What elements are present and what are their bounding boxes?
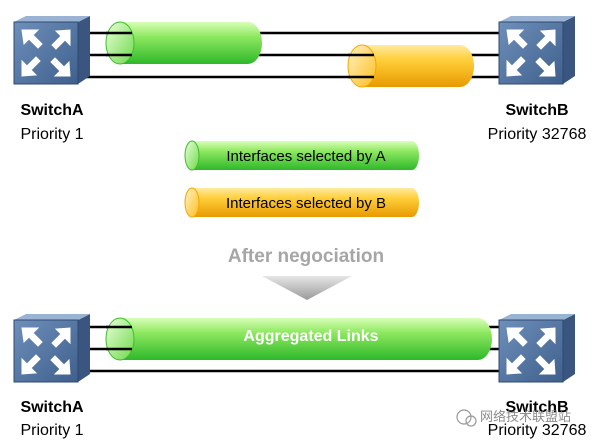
bottom-switch-b-name: SwitchB <box>505 399 568 416</box>
legend-green-label: Interfaces selected by A <box>226 148 385 165</box>
aggregated-links-label: Aggregated Links <box>243 328 378 345</box>
legend-green: Interfaces selected by A <box>184 140 419 171</box>
top-switch-a-priority: Priority 1 <box>20 126 83 143</box>
bottom-switch-b-priority: Priority 32768 <box>488 422 587 439</box>
top-switch-a-icon <box>13 15 91 85</box>
down-arrow-icon <box>262 276 352 300</box>
legend-yellow-label: Interfaces selected by B <box>226 195 386 212</box>
top-yellow-tube <box>347 44 474 88</box>
bottom-switch-b-icon <box>498 313 576 383</box>
top-switch-b-icon <box>498 15 576 85</box>
watermark: 网络技术联盟站 <box>456 409 571 427</box>
chat-bubble-icon <box>456 409 472 425</box>
top-switch-b-priority: Priority 32768 <box>488 126 587 143</box>
bottom-switch-a-priority: Priority 1 <box>20 422 83 439</box>
top-switch-a-name: SwitchA <box>20 102 84 119</box>
legend-yellow: Interfaces selected by B <box>184 187 419 218</box>
aggregated-tube: Aggregated Links <box>105 317 492 361</box>
bottom-switch-a-icon <box>13 313 91 383</box>
after-negotiation-label: After negociation <box>228 246 384 267</box>
top-switch-b-name: SwitchB <box>505 102 568 119</box>
bottom-switch-a-name: SwitchA <box>20 399 84 416</box>
watermark-text: 网络技术联盟站 <box>480 409 571 424</box>
top-green-tube <box>105 21 262 65</box>
